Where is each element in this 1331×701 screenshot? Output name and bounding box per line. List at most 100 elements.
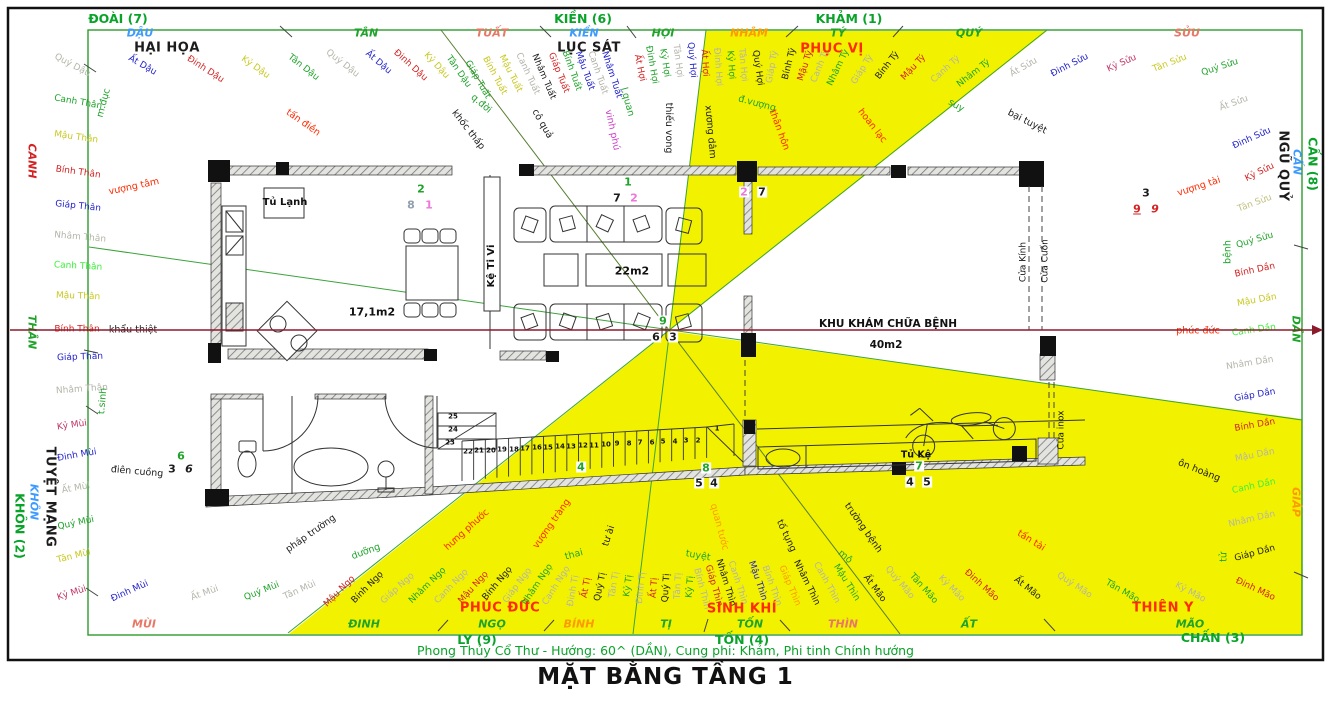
mountain-ring-label: HỢI — [651, 26, 675, 40]
palace-name-label: PHỤC VỊ — [800, 41, 864, 57]
flying-star-number: 2 — [417, 182, 425, 196]
flying-star-number: 6 — [177, 449, 185, 463]
flying-star-number: 7 — [613, 191, 621, 205]
jiazi-label: Ất Mão — [1011, 575, 1043, 603]
jiazi-label: Giáp Dần — [1233, 543, 1277, 564]
jiazi-label: Tân Sửu — [1236, 192, 1274, 215]
sofa-cushions — [520, 214, 693, 331]
jiazi-label: Quý Hợi — [684, 41, 699, 79]
jiazi-label: Giáp Tý — [764, 49, 781, 85]
flying-star-number: 9 — [658, 314, 668, 328]
mountain-ring-label: NGỌ — [478, 617, 506, 631]
star-word-label: cô quả — [529, 107, 555, 141]
jiazi-label: Mậu Ngọ — [322, 574, 358, 610]
jiazi-label: Bính Tý — [873, 49, 902, 82]
furniture — [221, 175, 1086, 494]
palace-name-label: SINH KHÍ — [706, 601, 778, 617]
star-word-label: thai — [563, 547, 585, 563]
star-word-label: t.sinh — [96, 387, 110, 415]
jiazi-label: Quý Mùi — [56, 514, 96, 533]
jiazi-label: Đinh Hợi — [711, 47, 724, 87]
mountain-ring-label: TỊ — [660, 617, 672, 631]
mountain-ring-label: DẦN — [1289, 315, 1303, 343]
jiazi-label: Quý Mão — [882, 564, 916, 602]
star-word-label: khẩu thiệt — [108, 324, 158, 336]
flying-star-number: 5 — [922, 475, 932, 489]
flying-star-number: 4 — [576, 460, 586, 474]
stair-step-number: 21 — [474, 446, 484, 455]
stair-step-number: 9 — [614, 439, 620, 448]
star-word-label: hoan lạc — [855, 106, 889, 146]
star-word-label: ôn hoàng — [1176, 457, 1222, 485]
jiazi-label: Giáp Dần — [1233, 386, 1277, 405]
room-label: KHU KHÁM CHỮA BỆNH — [818, 317, 958, 330]
flying-star-number: 4 — [905, 475, 915, 489]
jiazi-label: Nhâm Thân — [53, 230, 107, 245]
palace-name-label: PHÚC ĐỨC — [459, 600, 541, 616]
jiazi-label: Canh Thân — [53, 260, 103, 273]
bagua-sector-label: CẤN (8) — [1305, 137, 1321, 191]
star-word-label: tố tụng — [773, 517, 799, 554]
jiazi-label: Ất Mão — [860, 573, 888, 605]
mountain-ring-label: THÂN — [25, 314, 39, 350]
star-word-label: tấn tài — [1015, 527, 1048, 554]
stair-step-number: 3 — [683, 436, 689, 445]
room-label: Tủ Kệ — [900, 449, 932, 461]
page-title: MẶT BẰNG TẦNG 1 — [537, 664, 794, 690]
star-word-label: bệnh — [1222, 240, 1234, 264]
jiazi-label: Đinh Mùi — [109, 578, 150, 605]
flying-star-number: 5 — [694, 476, 704, 490]
stair-step-number: 18 — [509, 445, 519, 454]
star-word-label: hưng phước — [442, 506, 492, 553]
diagram-caption: Phong Thủy Cổ Thư - Hướng: 60^ (DẦN), Cu… — [417, 643, 914, 658]
jiazi-label: Ất Dậu — [363, 48, 394, 77]
flying-star-number: 3 — [168, 462, 176, 476]
jiazi-label: Mậu Thân — [55, 290, 101, 303]
star-word-label: vượng tràng — [530, 496, 573, 551]
star-word-label: dưỡng — [349, 541, 382, 563]
room-label: 17,1m2 — [348, 305, 396, 319]
star-word-label: tuyệt — [684, 548, 712, 564]
bagua-sector-label: LY (9) — [457, 631, 497, 647]
mountain-ring-label: TỐN — [736, 617, 764, 631]
flying-star-number: 2 — [739, 185, 749, 199]
flying-star-number: 9 — [1151, 202, 1159, 216]
jiazi-label: Tân Mùi — [282, 578, 318, 603]
jiazi-label: Quý Dậu — [323, 47, 361, 80]
mountain-ring-label: BÍNH — [563, 617, 595, 631]
stair-step-number: 4 — [672, 437, 678, 446]
star-word-label: trường bệnh — [841, 500, 885, 555]
jiazi-label: Kỷ Tị — [684, 575, 697, 599]
jiazi-label: Quý Mùi — [242, 579, 281, 604]
jiazi-label: Tân Tị — [607, 570, 622, 599]
mountain-ring-label: QUÝ — [955, 26, 983, 40]
flying-star-number: 9 — [1133, 202, 1141, 216]
jiazi-label: Kỷ Tị — [622, 574, 635, 598]
jiazi-label: Kỷ Dậu — [239, 54, 272, 81]
jiazi-label: Quý Sửu — [1235, 230, 1275, 251]
stair-step-number: 23 — [445, 438, 455, 447]
jiazi-label: Quý Tị — [592, 571, 609, 603]
jiazi-label: Kỷ Mùi — [56, 584, 88, 603]
mountain-ring-label: KIỀN — [569, 26, 599, 40]
star-word-label: thân hôn — [766, 108, 792, 152]
stair-step-number: 1 — [714, 424, 720, 433]
room-label: Kệ Ti Vi — [486, 244, 497, 288]
flying-star-number: 1 — [425, 198, 433, 212]
star-word-label: thiếu vong — [662, 102, 674, 154]
mountain-ring-label: THÌN — [827, 617, 859, 631]
staircase — [437, 412, 744, 481]
jiazi-label: Tân Sửu — [1151, 52, 1189, 75]
stair-step-number: 22 — [463, 447, 473, 456]
jiazi-label: Quý Sửu — [1200, 56, 1240, 79]
star-word-label: tử — [1218, 552, 1230, 562]
stair-step-number: 6 — [649, 438, 655, 447]
borders — [6, 6, 1325, 662]
star-word-label: khốc thấp — [449, 107, 488, 152]
ring-ticks — [83, 25, 1309, 633]
mountain-ring-label: TUẤT — [475, 26, 509, 40]
door-tracks — [744, 186, 1055, 438]
jiazi-label: Nhâm Tý — [955, 57, 993, 90]
stair-step-number: 24 — [448, 425, 458, 434]
